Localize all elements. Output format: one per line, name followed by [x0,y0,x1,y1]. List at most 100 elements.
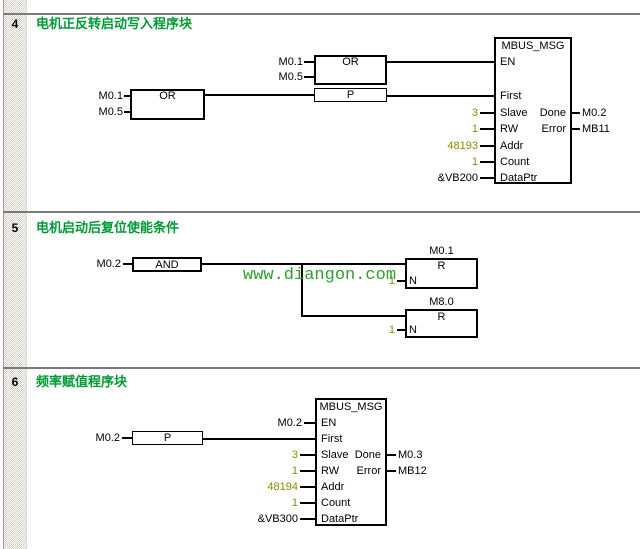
operand-r1-address[interactable]: M0.1 [429,245,454,257]
wire [300,454,315,456]
value-dataptr[interactable]: &VB300 [257,513,298,525]
value-addr[interactable]: 48193 [447,140,478,152]
value-slave[interactable]: 3 [471,107,478,119]
reset-block-label: R [437,260,446,272]
edge-trigger-p-block[interactable] [132,431,203,445]
operand-m0-2[interactable]: M0.2 [96,258,121,270]
wire [387,470,396,472]
network-separator [3,211,640,213]
or-block-top[interactable] [314,55,387,85]
wire [300,470,315,472]
pin-en: EN [500,56,516,68]
mbus-msg-block[interactable] [494,37,572,184]
value-addr[interactable]: 48194 [267,481,298,493]
pin-count: Count [500,156,530,168]
wire [304,61,314,63]
mbus-msg-block[interactable] [315,398,387,526]
value-n[interactable]: 1 [388,275,395,287]
network-gutter [3,0,27,549]
operand-m0-2[interactable]: M0.2 [95,432,120,444]
wire [397,280,405,282]
wire-p-to-first [387,95,494,97]
value-rw[interactable]: 1 [471,123,478,135]
or-block-label: OR [159,90,176,102]
network-6-number[interactable]: 6 [11,375,19,389]
operand-done-out[interactable]: M0.2 [582,107,607,119]
wire [300,518,315,520]
pin-error: Error [541,123,566,135]
network-4-number[interactable]: 4 [11,17,19,31]
pin-addr: Addr [321,481,345,493]
pin-first: First [500,90,522,102]
wire [480,177,494,179]
and-block-label: AND [155,259,179,271]
edge-trigger-p-block[interactable] [314,88,387,102]
value-dataptr[interactable]: &VB200 [437,172,478,184]
wire-and-to-r1 [202,263,405,265]
pin-addr: Addr [500,140,524,152]
wire [480,161,494,163]
pin-n: N [409,275,417,287]
wire [123,263,132,265]
pin-n: N [409,324,417,336]
value-rw[interactable]: 1 [291,465,298,477]
reset-block-label: R [437,311,446,323]
network-6-comment[interactable]: 频率赋值程序块 [36,374,128,389]
value-n[interactable]: 1 [388,324,395,336]
operand-m0-2[interactable]: M0.2 [277,417,302,429]
network-5-comment[interactable]: 电机启动后复位使能条件 [36,220,180,235]
operand-m0-1[interactable]: M0.1 [278,56,303,68]
operand-error-out[interactable]: MB11 [582,123,610,135]
wire [304,422,315,424]
operand-done-out[interactable]: M0.3 [398,449,423,461]
wire [124,95,130,97]
value-count[interactable]: 1 [471,156,478,168]
wire-branch-vertical [301,263,303,317]
pin-slave: Slave [500,107,528,119]
wire [300,486,315,488]
operand-m0-5[interactable]: M0.5 [278,71,303,83]
operand-m0-5[interactable]: M0.5 [98,106,123,118]
wire [572,128,580,130]
pin-dataptr: DataPtr [321,513,359,525]
p-block-label: P [346,89,355,101]
pin-error: Error [356,465,381,477]
pin-en: EN [321,417,337,429]
watermark: www.diangon.com [243,266,397,285]
or-block-left[interactable] [130,89,205,120]
wire-p-to-first [203,438,315,440]
and-block[interactable] [132,257,202,272]
wire-or-to-en [387,61,494,63]
pin-count: Count [321,497,351,509]
wire [480,112,494,114]
pin-dataptr: DataPtr [500,172,538,184]
mbus-msg-title: MBUS_MSG [319,401,383,413]
wire [124,111,130,113]
wire-or-to-p [205,94,314,96]
network-separator [3,13,640,15]
wire [480,145,494,147]
pin-rw: RW [500,123,519,135]
pin-done: Done [539,107,566,119]
network-4-comment[interactable]: 电机正反转启动写入程序块 [36,16,193,31]
network-separator [3,367,640,369]
wire [480,128,494,130]
wire [300,502,315,504]
reset-block-2[interactable] [405,309,478,338]
value-count[interactable]: 1 [291,497,298,509]
value-slave[interactable]: 3 [291,449,298,461]
pin-first: First [321,433,343,445]
operand-r2-address[interactable]: M8.0 [429,296,454,308]
pin-done: Done [354,449,381,461]
wire-branch-to-r2 [301,315,405,317]
operand-m0-1[interactable]: M0.1 [98,90,123,102]
network-5-number[interactable]: 5 [11,221,19,235]
pin-slave: Slave [321,449,349,461]
pin-rw: RW [321,465,340,477]
p-block-label: P [163,432,172,444]
wire [572,112,580,114]
operand-error-out[interactable]: MB12 [398,465,427,477]
wire [304,76,314,78]
reset-block-1[interactable] [405,258,478,289]
